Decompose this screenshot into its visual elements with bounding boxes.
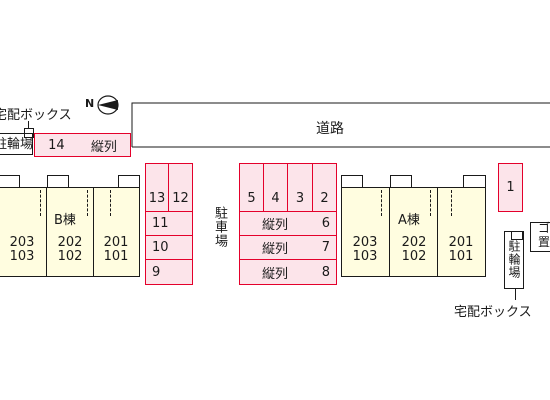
building-a-notch-2 xyxy=(390,175,412,187)
refuse-area-fragment-2: 置 xyxy=(538,235,550,249)
bike-parking-right-label: 駐輪場 xyxy=(507,240,521,279)
delivery-box-label-top: 宅配ボックス xyxy=(0,108,72,123)
parking-space-14: 14 縦列 xyxy=(34,133,131,157)
parking-space-11: 11 xyxy=(145,211,193,236)
unit-lower: 101 xyxy=(448,248,474,264)
parking-space-12: 12 xyxy=(168,163,193,212)
parking-number-11: 11 xyxy=(152,216,169,231)
delivery-box-top-leader xyxy=(28,121,29,129)
parking-space-8: 縦列 8 xyxy=(239,259,337,285)
parking-space-13: 13 xyxy=(145,163,169,212)
unit-upper: 202 xyxy=(401,235,427,250)
parking-number-13: 13 xyxy=(148,191,166,206)
building-b xyxy=(0,187,140,277)
building-b-dash-1 xyxy=(40,190,41,216)
north-arrow-icon xyxy=(84,94,120,120)
unit-upper: 202 xyxy=(57,235,83,250)
parking-number-1: 1 xyxy=(506,180,515,195)
building-a-name: A棟 xyxy=(398,213,420,228)
parking-lot-label: 駐車場 xyxy=(212,206,227,248)
building-a-dash-3 xyxy=(451,190,452,216)
compass-label: N xyxy=(85,97,95,110)
building-a xyxy=(341,187,486,277)
building-b-notch-3 xyxy=(118,175,140,187)
building-b-wall-1 xyxy=(46,187,47,277)
parking-space-1: 1 xyxy=(498,163,523,212)
unit-upper: 201 xyxy=(448,235,474,250)
bike-parking-left-box xyxy=(0,133,33,155)
parking-space-10: 10 xyxy=(145,235,193,260)
parking-number-8: 8 xyxy=(321,264,330,280)
delivery-box-right-leader xyxy=(515,289,516,300)
building-b-wall-2 xyxy=(93,187,94,277)
parking-number-10: 10 xyxy=(152,240,169,255)
unit-lower: 102 xyxy=(57,248,83,264)
building-a-notch-1 xyxy=(341,175,363,187)
parking-note-14: 縦列 xyxy=(90,139,117,155)
delivery-box-label-bottom: 宅配ボックス xyxy=(454,305,532,320)
building-a-notch-3 xyxy=(463,175,486,187)
road-label: 道路 xyxy=(316,121,344,137)
tandem-label: 縦列 xyxy=(262,242,289,257)
building-a-dash-2 xyxy=(430,190,431,216)
parking-space-6: 縦列 6 xyxy=(239,211,337,236)
parking-number-9: 9 xyxy=(152,264,161,280)
parking-number-4: 4 xyxy=(271,191,280,206)
building-b-notch-1 xyxy=(0,175,20,187)
parking-space-2: 2 xyxy=(312,163,337,212)
parking-space-4: 4 xyxy=(263,163,288,212)
parking-number-12: 12 xyxy=(172,191,189,206)
parking-number-2: 2 xyxy=(320,191,329,206)
unit-upper: 203 xyxy=(352,235,378,250)
refuse-area-box xyxy=(530,222,550,252)
unit-lower: 103 xyxy=(9,248,35,264)
building-b-dash-2 xyxy=(87,190,88,216)
parking-number-3: 3 xyxy=(295,191,305,206)
unit-lower: 102 xyxy=(401,248,427,264)
unit-lower: 101 xyxy=(103,248,129,264)
tandem-label: 縦列 xyxy=(262,266,289,282)
parking-number-5: 5 xyxy=(247,191,256,206)
parking-space-5: 5 xyxy=(239,163,264,212)
building-b-name: B棟 xyxy=(54,213,76,228)
parking-space-7: 縦列 7 xyxy=(239,235,337,260)
parking-space-3: 3 xyxy=(287,163,313,212)
unit-upper: 201 xyxy=(103,235,129,250)
parking-number-7: 7 xyxy=(321,240,330,255)
unit-upper: 203 xyxy=(9,235,35,250)
refuse-area-fragment-1: ゴ xyxy=(538,221,550,235)
building-b-notch-2 xyxy=(47,175,69,187)
unit-lower: 103 xyxy=(352,248,378,264)
parking-space-9: 9 xyxy=(145,259,193,285)
bike-parking-label-left: 駐輪場 xyxy=(0,137,34,152)
building-a-wall-2 xyxy=(437,187,438,277)
building-a-wall-1 xyxy=(389,187,390,277)
building-b-dash-3 xyxy=(110,190,111,216)
tandem-label: 縦列 xyxy=(262,218,289,233)
parking-number-6: 6 xyxy=(321,216,330,231)
building-a-dash-1 xyxy=(381,190,382,216)
delivery-box-right xyxy=(511,231,523,240)
parking-number-14: 14 xyxy=(48,137,65,153)
